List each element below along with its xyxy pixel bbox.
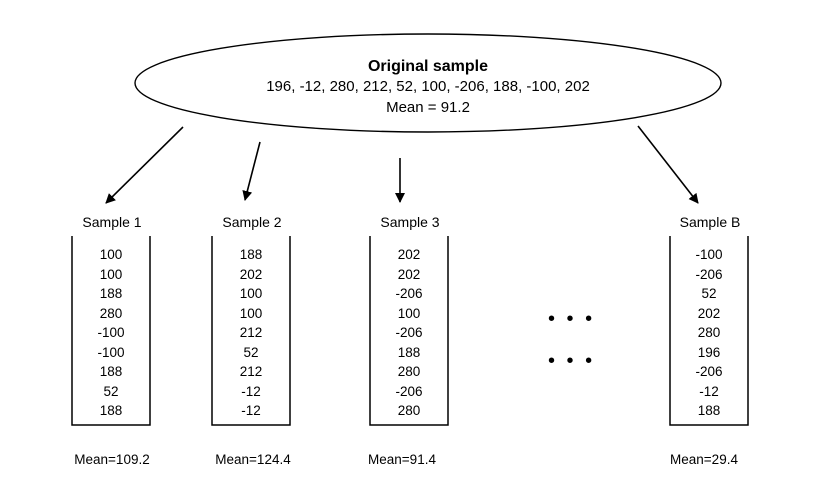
ellipsis-upper: • • • — [548, 308, 596, 330]
sample-1-value: 188 — [99, 286, 123, 301]
sample-b-title: Sample B — [679, 214, 741, 230]
sample-b-value: 202 — [697, 305, 721, 321]
sample-2-value: 100 — [239, 286, 263, 301]
sample-2-value: 212 — [239, 325, 263, 340]
sample-3-container — [369, 236, 449, 426]
sample-2-title: Sample 2 — [222, 214, 282, 230]
sample-2-mean: Mean=124.4 — [215, 452, 291, 467]
sample-1-values: 100 100 188 280 -100 -100 188 52 188 — [71, 245, 151, 421]
sample-b-values: -100 -206 52 202 280 196 -206 -12 188 — [669, 245, 749, 421]
sample-2-value: 100 — [239, 305, 263, 321]
sample-2-value: 202 — [239, 266, 263, 282]
sample-3-value: 280 — [397, 364, 421, 379]
sample-1-value: 280 — [99, 305, 123, 321]
sample-1-value: 52 — [103, 383, 119, 399]
sample-b-mean: Mean=29.4 — [670, 452, 738, 467]
sample-3-value: -206 — [395, 383, 423, 399]
sample-1-value: 188 — [99, 364, 123, 379]
sample-b-value: 52 — [701, 286, 717, 301]
sample-b-value: 280 — [697, 325, 721, 340]
sample-2-values: 188 202 100 100 212 52 212 -12 -12 — [211, 245, 291, 421]
sample-b-value: -12 — [699, 383, 719, 399]
original-sample-title: Original sample — [367, 58, 489, 75]
arrow-to-sample-1 — [105, 126, 184, 204]
sample-3-value: 202 — [397, 266, 421, 282]
sample-b-container — [669, 236, 749, 426]
sample-1-value: -100 — [97, 344, 125, 360]
sample-1-value: 100 — [99, 247, 123, 262]
sample-b-value: -206 — [695, 364, 723, 379]
sample-3-value: -206 — [395, 286, 423, 301]
sample-3-value: 100 — [397, 305, 421, 321]
ellipsis-lower: • • • — [548, 350, 596, 372]
sample-2-value: 212 — [239, 364, 263, 379]
sample-3-value: 202 — [397, 247, 421, 262]
sample-2-container — [211, 236, 291, 426]
sample-3-title: Sample 3 — [380, 214, 440, 230]
sample-1-value: 100 — [99, 266, 123, 282]
sample-b-value: -206 — [695, 266, 723, 282]
sample-2-value: -12 — [241, 403, 261, 418]
sample-1-container — [71, 236, 151, 426]
sample-2-value: 52 — [243, 344, 259, 360]
original-sample-values: 196, -12, 280, 212, 52, 100, -206, 188, … — [266, 78, 590, 95]
sample-3-mean: Mean=91.4 — [368, 452, 436, 467]
sample-2-value: -12 — [241, 383, 261, 399]
arrow-to-sample-2 — [242, 141, 261, 201]
sample-1-value: 188 — [99, 403, 123, 418]
original-sample-ellipse — [134, 33, 722, 133]
original-sample-mean: Mean = 91.2 — [386, 99, 470, 116]
sample-2-value: 188 — [239, 247, 263, 262]
sample-3-value: -206 — [395, 325, 423, 340]
arrow-to-sample-b — [637, 125, 699, 204]
sample-1-title: Sample 1 — [82, 214, 142, 230]
sample-b-value: 188 — [697, 403, 721, 418]
sample-3-value: 280 — [397, 403, 421, 418]
sample-1-mean: Mean=109.2 — [74, 452, 150, 467]
sample-1-value: -100 — [97, 325, 125, 340]
sample-b-value: 196 — [697, 344, 721, 360]
sample-3-value: 188 — [397, 344, 421, 360]
sample-3-values: 202 202 -206 100 -206 188 280 -206 280 — [369, 245, 449, 421]
sample-b-value: -100 — [695, 247, 723, 262]
